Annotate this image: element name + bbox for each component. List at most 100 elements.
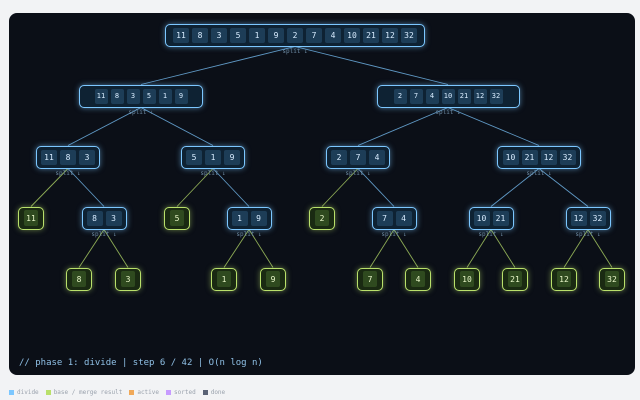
legend-swatch-base xyxy=(45,390,51,395)
array-cell: 7 xyxy=(363,271,377,287)
edge-l2_d-l3_d2 xyxy=(538,168,589,207)
array-cell: 2 xyxy=(331,149,347,165)
array-cell: 12 xyxy=(382,27,398,43)
tree-edges xyxy=(30,46,613,268)
legend-item-done: done xyxy=(202,389,226,396)
array-cell: 21 xyxy=(457,88,471,104)
array-cell: 10 xyxy=(344,27,360,43)
array-cell: 2 xyxy=(315,210,329,226)
array-cell: 5 xyxy=(170,210,184,226)
array-cell: 32 xyxy=(489,88,503,104)
edge-l3_d2-l4_9 xyxy=(563,229,589,268)
split-label: split ↓ xyxy=(435,108,461,116)
split-label: split ↓ xyxy=(91,230,117,238)
split-label: split ↓ xyxy=(381,230,407,238)
array-cell: 1 xyxy=(158,88,172,104)
array-cell: 10 xyxy=(502,149,519,165)
edge-l1_left-l2_a xyxy=(67,107,142,146)
legend: divide base / merge result active sorted… xyxy=(9,389,225,396)
tree-node-l4-1: 8 xyxy=(66,267,92,291)
legend-swatch-active xyxy=(129,390,135,395)
split-label: split ↓ xyxy=(236,230,262,238)
array-cell: 4 xyxy=(325,27,341,43)
tree-node-l4-8: 21 xyxy=(502,267,528,291)
array-cell: 10 xyxy=(460,271,474,287)
array-cell: 12 xyxy=(540,149,557,165)
legend-label-divide: divide xyxy=(17,389,39,396)
split-label: split ↓ xyxy=(200,169,226,177)
edge-root-l1_right xyxy=(294,46,449,85)
edge-l3_d1-l4_7 xyxy=(466,229,492,268)
legend-item-active: active xyxy=(129,389,159,396)
array-cell: 32 xyxy=(401,27,417,43)
tree-node-l4-2: 3 xyxy=(115,267,141,291)
edge-l3_c2-l4_5 xyxy=(369,229,395,268)
array-cell: 12 xyxy=(557,271,571,287)
legend-swatch-sorted xyxy=(166,390,172,395)
array-cell: 7 xyxy=(376,210,393,226)
array-cell: 9 xyxy=(268,27,284,43)
array-cell: 12 xyxy=(570,210,587,226)
array-cell: 11 xyxy=(173,27,189,43)
array-cell: 9 xyxy=(224,149,240,165)
array-cell: 10 xyxy=(441,88,455,104)
array-cell: 4 xyxy=(395,210,412,226)
edge-l1_left-l2_b xyxy=(140,107,214,146)
array-cell: 1 xyxy=(249,27,265,43)
array-cell: 32 xyxy=(589,210,606,226)
legend-item-base: base / merge result xyxy=(45,389,123,396)
split-label: split ↓ xyxy=(478,230,504,238)
array-cell: 8 xyxy=(110,88,124,104)
status-line: // phase 1: divide | step 6 / 42 | O(n l… xyxy=(19,358,263,368)
array-cell: 12 xyxy=(473,88,487,104)
legend-label-active: active xyxy=(137,389,160,396)
tree-node-l4-9: 12 xyxy=(551,267,577,291)
array-cell: 8 xyxy=(86,210,103,226)
tree-node-l4-7: 10 xyxy=(454,267,480,291)
array-cell: 21 xyxy=(492,210,509,226)
array-cell: 11 xyxy=(41,149,57,165)
edge-root-l1_left xyxy=(140,46,296,85)
edge-l2_c-l3_c2 xyxy=(357,168,395,207)
edge-l3_c2-l4_6 xyxy=(393,229,419,268)
tree-node-l4-3: 1 xyxy=(211,267,237,291)
array-cell: 5 xyxy=(186,149,202,165)
array-cell: 32 xyxy=(605,271,619,287)
legend-swatch-divide xyxy=(9,390,14,395)
array-cell: 8 xyxy=(192,27,208,43)
array-cell: 4 xyxy=(411,271,425,287)
split-label: split ↓ xyxy=(282,47,308,55)
tree-node-l4-4: 9 xyxy=(260,267,286,291)
array-cell: 9 xyxy=(266,271,280,287)
array-cell: 5 xyxy=(142,88,156,104)
edge-l2_c-l3_c1 xyxy=(321,168,359,207)
array-cell: 11 xyxy=(24,210,38,226)
edge-l2_a-l3_a2 xyxy=(67,168,105,207)
tree-node-l4-10: 32 xyxy=(599,267,625,291)
edge-l3_d1-l4_8 xyxy=(490,229,516,268)
array-cell: 8 xyxy=(60,149,76,165)
array-cell: 21 xyxy=(508,271,522,287)
array-cell: 7 xyxy=(409,88,423,104)
array-cell: 7 xyxy=(350,149,366,165)
array-cell: 10 xyxy=(473,210,490,226)
array-cell: 11 xyxy=(94,88,108,104)
array-cell: 2 xyxy=(287,27,303,43)
tree-node-l3-c1: 2 xyxy=(309,206,335,230)
edge-l3_d2-l4_10 xyxy=(587,229,613,268)
array-cell: 4 xyxy=(425,88,439,104)
legend-label-done: done xyxy=(210,389,226,396)
split-label: split ↓ xyxy=(575,230,601,238)
legend-label-base: base / merge result xyxy=(53,389,123,396)
legend-label-sorted: sorted xyxy=(174,389,196,396)
tree-node-l4-5: 7 xyxy=(357,267,383,291)
